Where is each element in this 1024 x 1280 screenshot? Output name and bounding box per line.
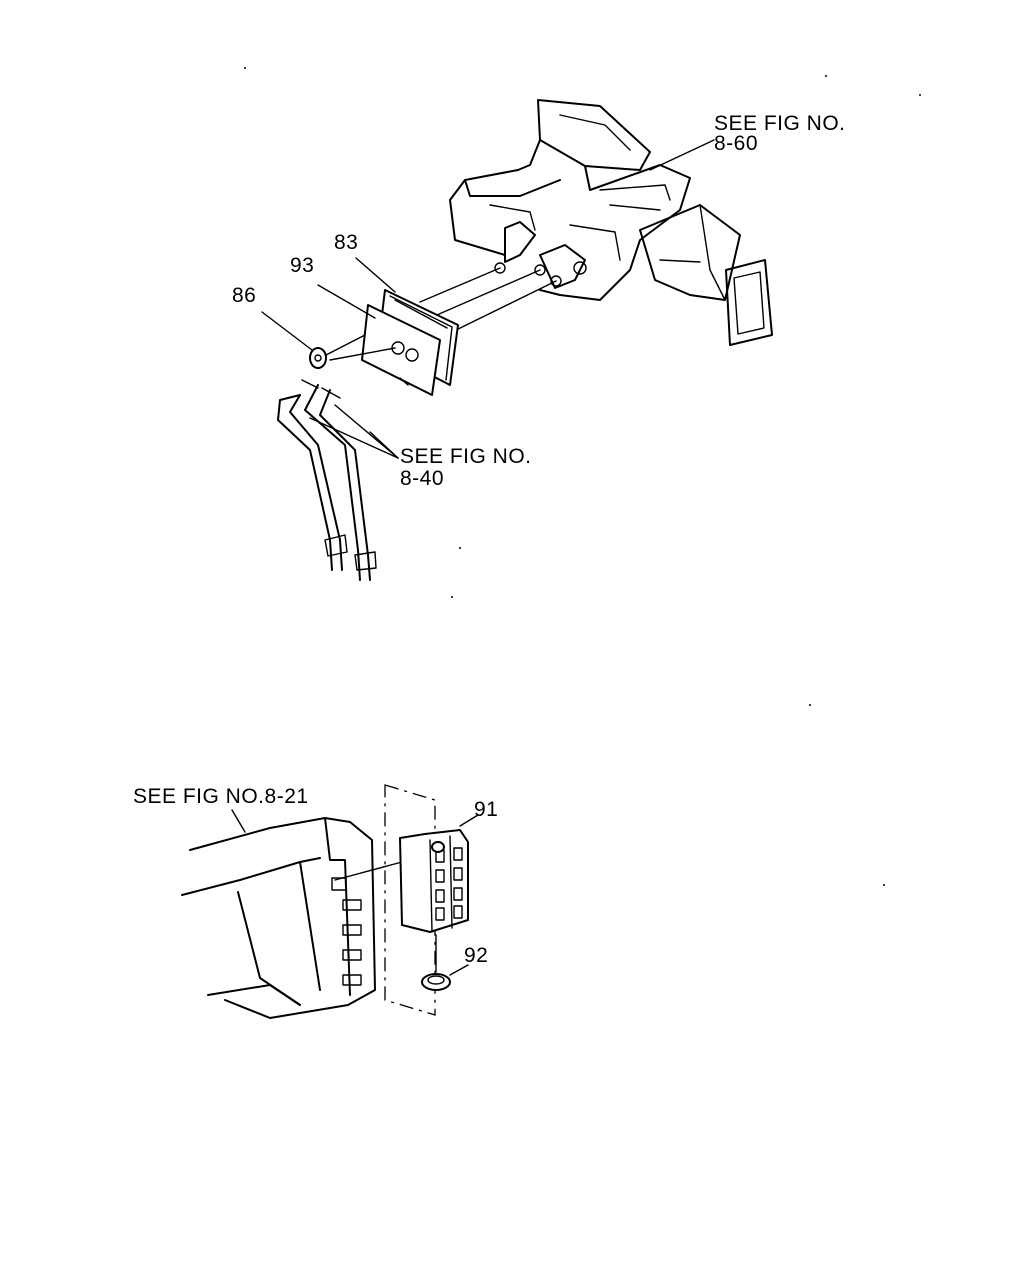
leader-8-40	[369, 431, 399, 459]
dashed-frame	[384, 784, 436, 1016]
callout-86: 86	[232, 284, 257, 307]
ref-fig-8-60-line2: 8-60	[714, 132, 759, 155]
ref-fig-8-21: SEE FIG NO.8-21	[133, 785, 309, 808]
heater-hoses	[277, 379, 377, 581]
leader-83	[355, 257, 396, 293]
nut-part-86	[309, 334, 366, 369]
callout-83: 83	[334, 231, 359, 254]
connection-line	[419, 267, 501, 303]
connection-line	[334, 861, 403, 881]
ref-fig-8-40-line2: 8-40	[400, 467, 445, 490]
leader-86	[261, 311, 313, 351]
grommet-part-92	[421, 973, 451, 991]
resistor-part-91	[399, 829, 469, 933]
leader-8-40	[309, 417, 399, 459]
ref-fig-8-40-line1: SEE FIG NO.	[400, 445, 532, 468]
connection-line	[451, 280, 557, 333]
leader-8-60	[649, 139, 715, 171]
callout-93: 93	[290, 254, 315, 277]
dash-line	[329, 347, 396, 361]
callout-91: 91	[474, 798, 499, 821]
leader-91	[459, 814, 479, 827]
callout-92: 92	[464, 944, 489, 967]
leader-92	[449, 964, 469, 976]
leader-8-21	[231, 809, 246, 833]
scan-specks	[244, 67, 921, 886]
ref-fig-8-60-line1: SEE FIG NO.	[714, 112, 846, 135]
connection-line	[429, 269, 541, 319]
heater-unit-housing	[449, 99, 773, 346]
leader-93	[317, 284, 376, 319]
duct-housing	[181, 817, 376, 1019]
